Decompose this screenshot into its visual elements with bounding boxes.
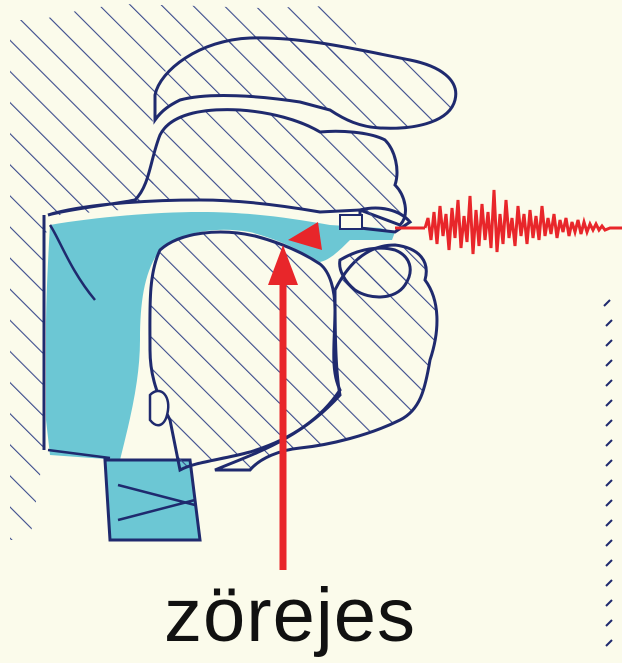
trachea xyxy=(105,460,200,540)
dashed-edge xyxy=(604,300,612,646)
epiglottis xyxy=(150,391,168,425)
upper-teeth xyxy=(340,215,362,229)
noise-wave-icon xyxy=(395,190,622,254)
figure-caption: zörejes xyxy=(0,578,580,654)
